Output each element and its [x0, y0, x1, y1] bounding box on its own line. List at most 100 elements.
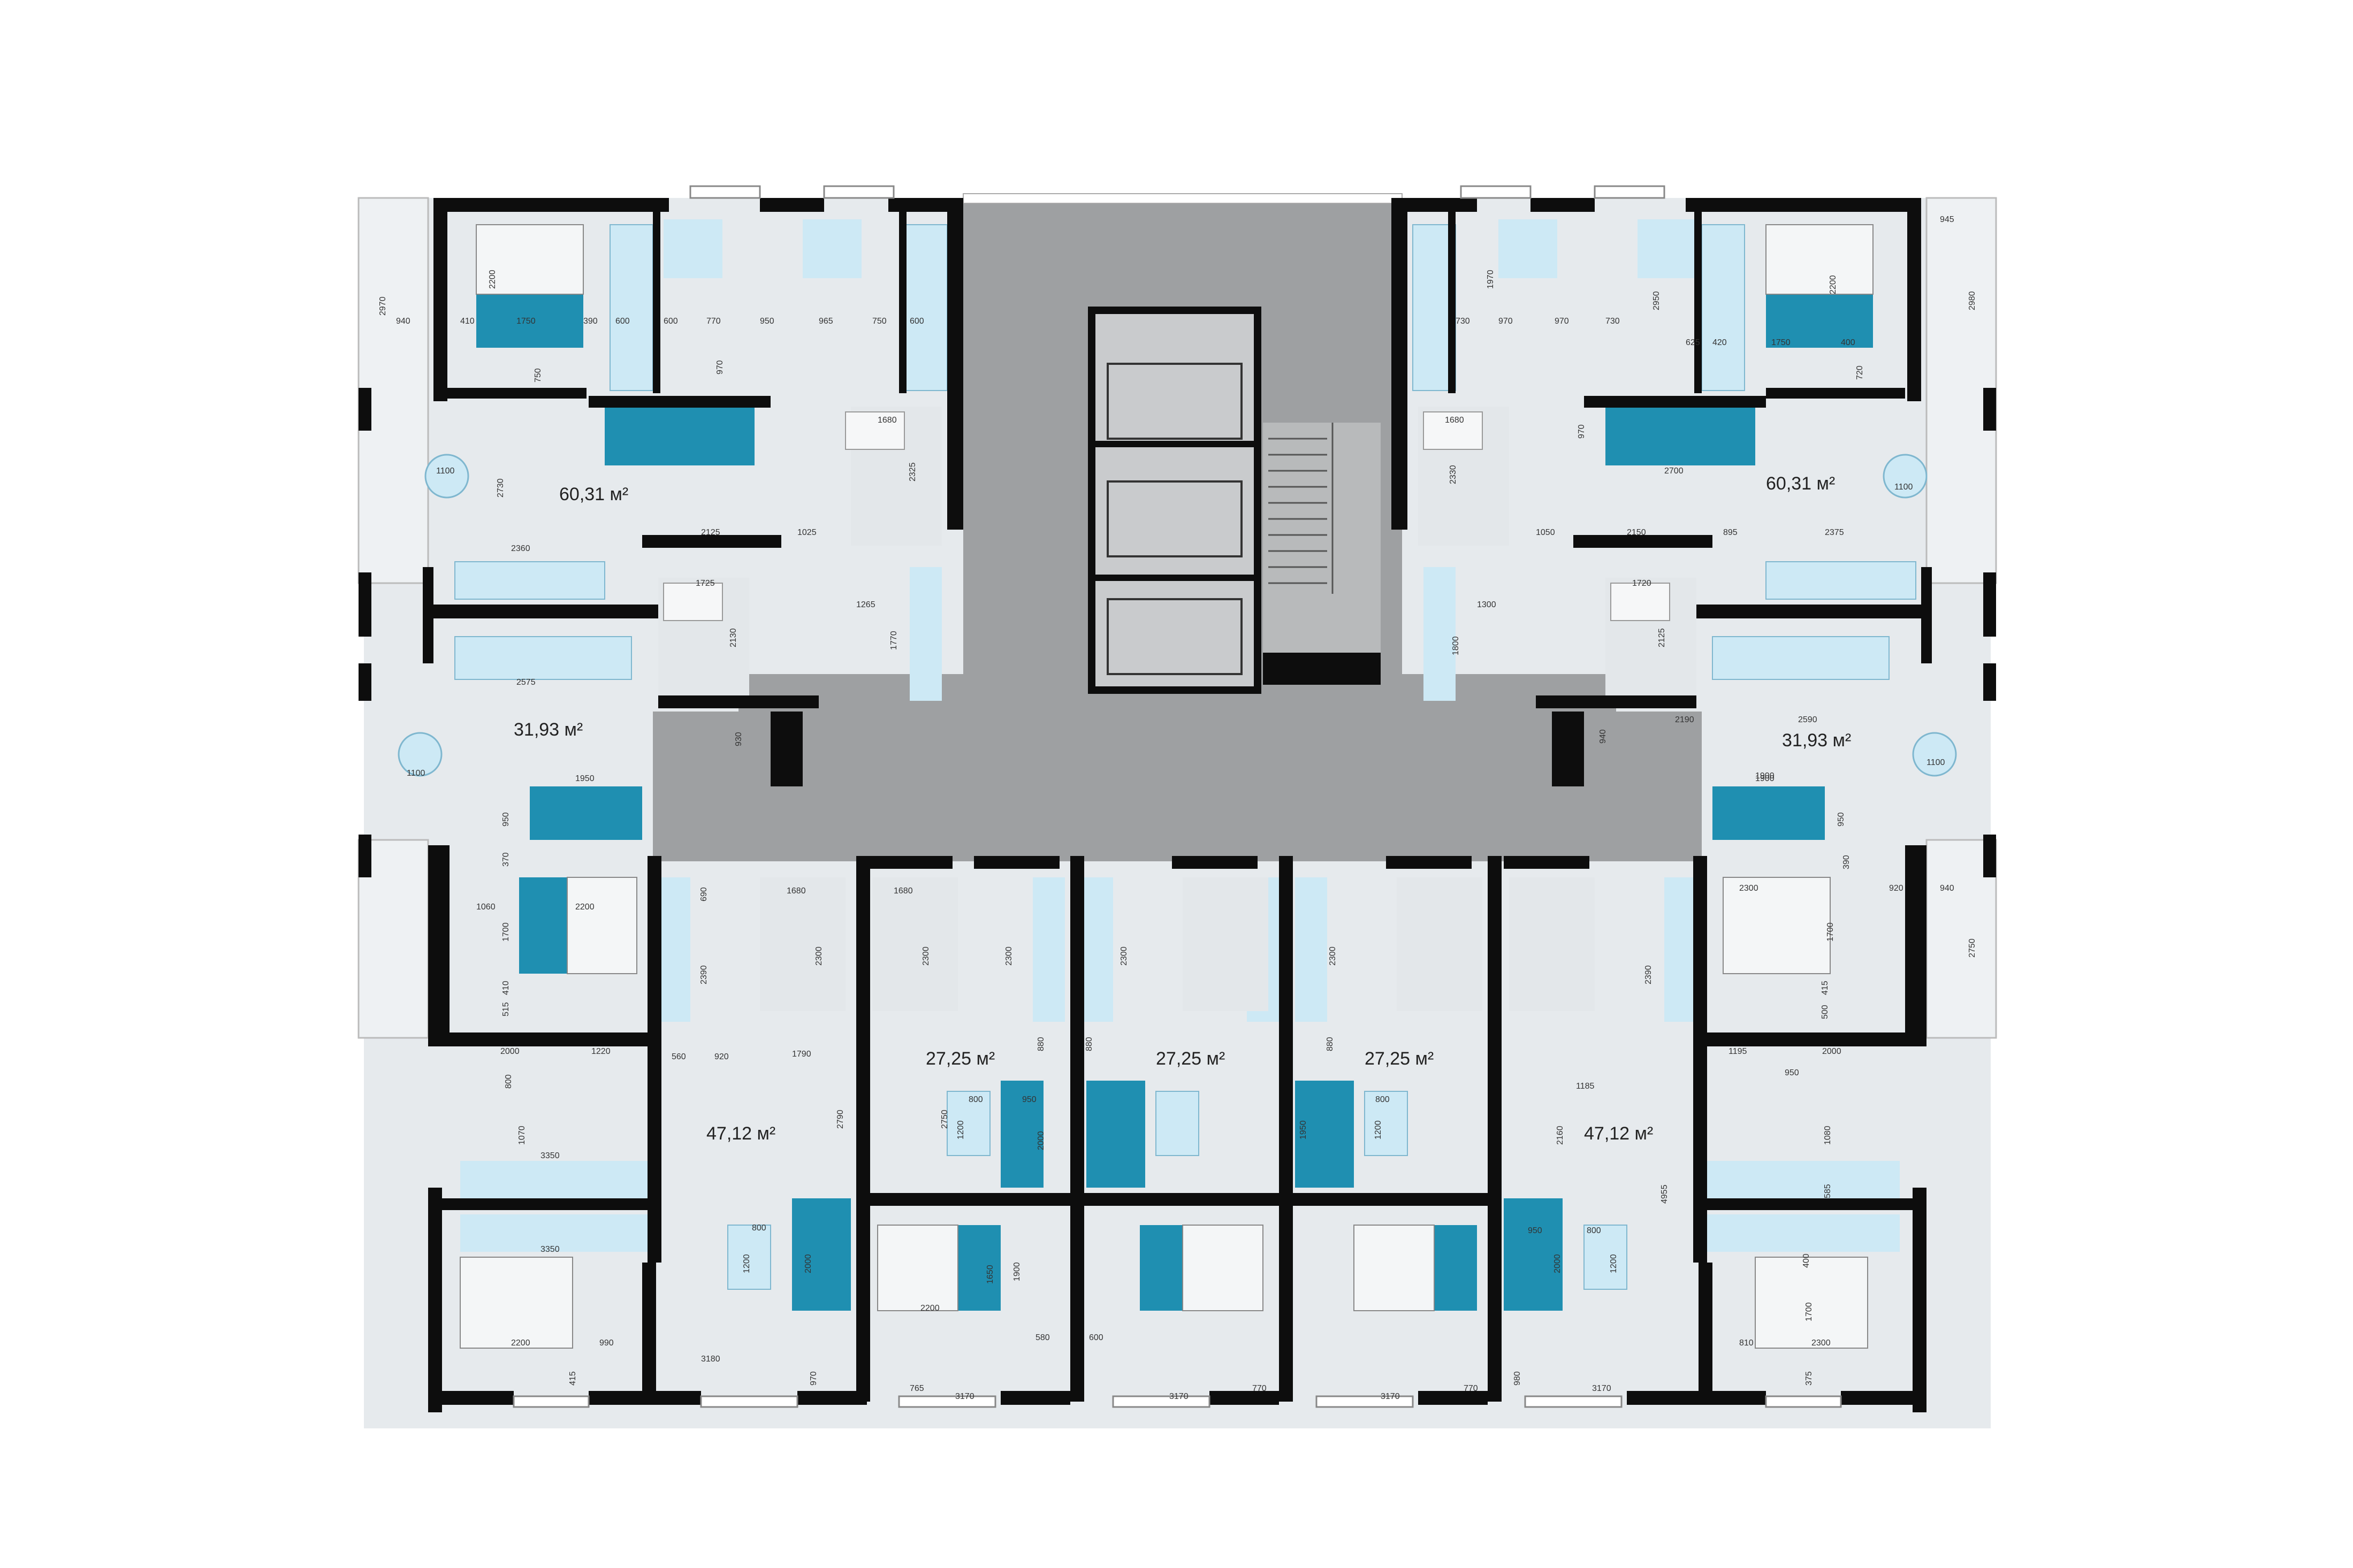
area-label-se: 47,12 м²	[1584, 1123, 1653, 1144]
dim-nw-24: 1265	[856, 600, 875, 609]
dim-w-1: 1950	[575, 774, 595, 783]
dim-ne-15: 2700	[1664, 466, 1684, 476]
dim-ne-18: 1100	[1894, 483, 1913, 492]
area-label-ne: 60,31 м²	[1766, 473, 1835, 494]
dim-ne-11: 400	[1841, 338, 1855, 347]
dim-sw-12: 800	[752, 1223, 766, 1233]
dim-nw-19: 2360	[511, 544, 530, 553]
dim-e-13: 2000	[1822, 1047, 1841, 1056]
dim-sw-0: 2000	[500, 1047, 520, 1056]
dim-sw-14: 2000	[804, 1254, 813, 1273]
dim-s-10: 2300	[1120, 946, 1129, 966]
dim-sw-15: 1680	[787, 886, 806, 896]
dim-se-12: 4955	[1660, 1184, 1669, 1204]
dim-ne-13: 720	[1855, 365, 1864, 380]
dim-ne-25: 2125	[1657, 628, 1666, 647]
dim-nw-6: 2200	[488, 270, 497, 289]
area-label-e: 31,93 м²	[1782, 730, 1851, 751]
dim-se-14: 2000	[1553, 1254, 1562, 1273]
dim-s-4: 800	[969, 1095, 983, 1104]
dim-s-23: 1950	[1299, 1120, 1308, 1139]
dim-sw-3: 1070	[517, 1126, 527, 1145]
dim-s-1: 2300	[1004, 946, 1014, 966]
dim-sw-17: 2300	[922, 946, 931, 966]
dim-ne-16: 1680	[1445, 416, 1464, 425]
dim-e-4: 920	[1889, 884, 1903, 893]
dim-sw-1: 1220	[591, 1047, 611, 1056]
dim-nw-1: 940	[396, 317, 410, 326]
dim-nw-27: 930	[734, 732, 743, 746]
dim-sw-7: 990	[599, 1338, 614, 1348]
dim-nw-25: 1770	[889, 631, 898, 650]
dim-s-14: 2200	[920, 1304, 940, 1313]
dim-nw-0: 2970	[378, 296, 387, 316]
dim-ne-28: 2590	[1798, 715, 1817, 724]
dim-se-9: 3170	[1592, 1384, 1611, 1393]
dim-se-5: 810	[1739, 1338, 1754, 1348]
dim-e-3: 390	[1842, 855, 1851, 869]
dim-nw-15: 1680	[878, 416, 897, 425]
dim-s-16: 765	[910, 1384, 924, 1393]
dim-e-2: 950	[1837, 812, 1846, 827]
dim-e-9: 500	[1821, 1005, 1830, 1019]
area-labels: 60,31 м² 60,31 м² 31,93 м² 31,93 м² 47,1…	[514, 473, 1851, 1144]
building-core	[653, 193, 1702, 861]
dim-ne-22: 2375	[1825, 528, 1844, 537]
dim-nw-17: 2730	[496, 478, 505, 498]
dim-s-20: 770	[1252, 1384, 1267, 1393]
area-label-w: 31,93 м²	[514, 720, 583, 740]
dim-e-0: 1100	[1926, 758, 1945, 767]
dim-nw-14: 970	[715, 360, 725, 374]
dim-se-8: 980	[1513, 1371, 1522, 1386]
furniture	[398, 219, 1957, 1349]
dim-e-12: 1195	[1728, 1047, 1747, 1056]
dim-ne-6: 730	[1605, 317, 1620, 326]
dim-se-6: 2300	[1811, 1338, 1831, 1348]
dim-s-9: 880	[1326, 1037, 1335, 1051]
dim-e-11: 2390	[1644, 965, 1653, 984]
dim-ne-12: 2200	[1829, 275, 1838, 294]
dim-sw-6: 2200	[511, 1338, 530, 1348]
dim-s-11: 2300	[1328, 946, 1337, 966]
dim-ne-9: 420	[1712, 338, 1727, 347]
dim-e-5: 940	[1940, 884, 1954, 893]
dim-e-8: 2750	[1968, 938, 1977, 958]
dim-e-6: 2300	[1739, 884, 1758, 893]
dim-ne-8: 625	[1686, 338, 1700, 347]
dim-nw-9: 770	[706, 317, 721, 326]
walls	[359, 198, 1996, 1412]
dim-w-13: 1790	[792, 1050, 811, 1059]
dim-w-10: 2390	[699, 965, 709, 984]
dim-nw-4: 390	[583, 317, 598, 326]
area-label-s2: 27,25 м²	[1156, 1049, 1225, 1069]
dim-ne-27: 2190	[1675, 715, 1694, 724]
dim-sw-5: 3350	[540, 1245, 560, 1254]
dim-sw-13: 1200	[742, 1254, 751, 1273]
dim-sw-8: 415	[568, 1371, 577, 1386]
dim-s-3: 1200	[956, 1120, 965, 1139]
windows	[513, 185, 1842, 1408]
dim-s-5: 950	[1022, 1095, 1037, 1104]
dim-ne-26: 1800	[1451, 636, 1460, 655]
dim-ne-19: 1050	[1536, 528, 1555, 537]
dim-nw-7: 750	[534, 368, 543, 383]
dim-s-8: 880	[1085, 1037, 1094, 1051]
dim-w-12: 920	[714, 1052, 729, 1061]
dim-w-3: 370	[501, 852, 511, 867]
dim-e-1: 1900	[1755, 771, 1775, 781]
dim-w-6: 2200	[575, 902, 595, 912]
dim-w-0: 1100	[407, 769, 425, 778]
dimension-labels: 2970 940 410 1750 390 600 2200 750 600 7…	[378, 215, 1977, 1401]
dim-ne-3: 730	[1456, 317, 1470, 326]
dim-nw-3: 1750	[516, 317, 536, 326]
dim-s-18: 600	[1089, 1333, 1103, 1342]
dim-ne-7: 2950	[1652, 291, 1661, 310]
dim-sw-10: 970	[809, 1371, 818, 1386]
dim-se-10: 2160	[1556, 1126, 1565, 1145]
dim-ne-1: 2980	[1968, 291, 1977, 310]
dim-ne-29: 1900	[1755, 774, 1775, 783]
area-label-sw: 47,12 м²	[706, 1123, 775, 1144]
dim-s-0: 1680	[894, 886, 913, 896]
dim-s-25: 800	[1375, 1095, 1390, 1104]
